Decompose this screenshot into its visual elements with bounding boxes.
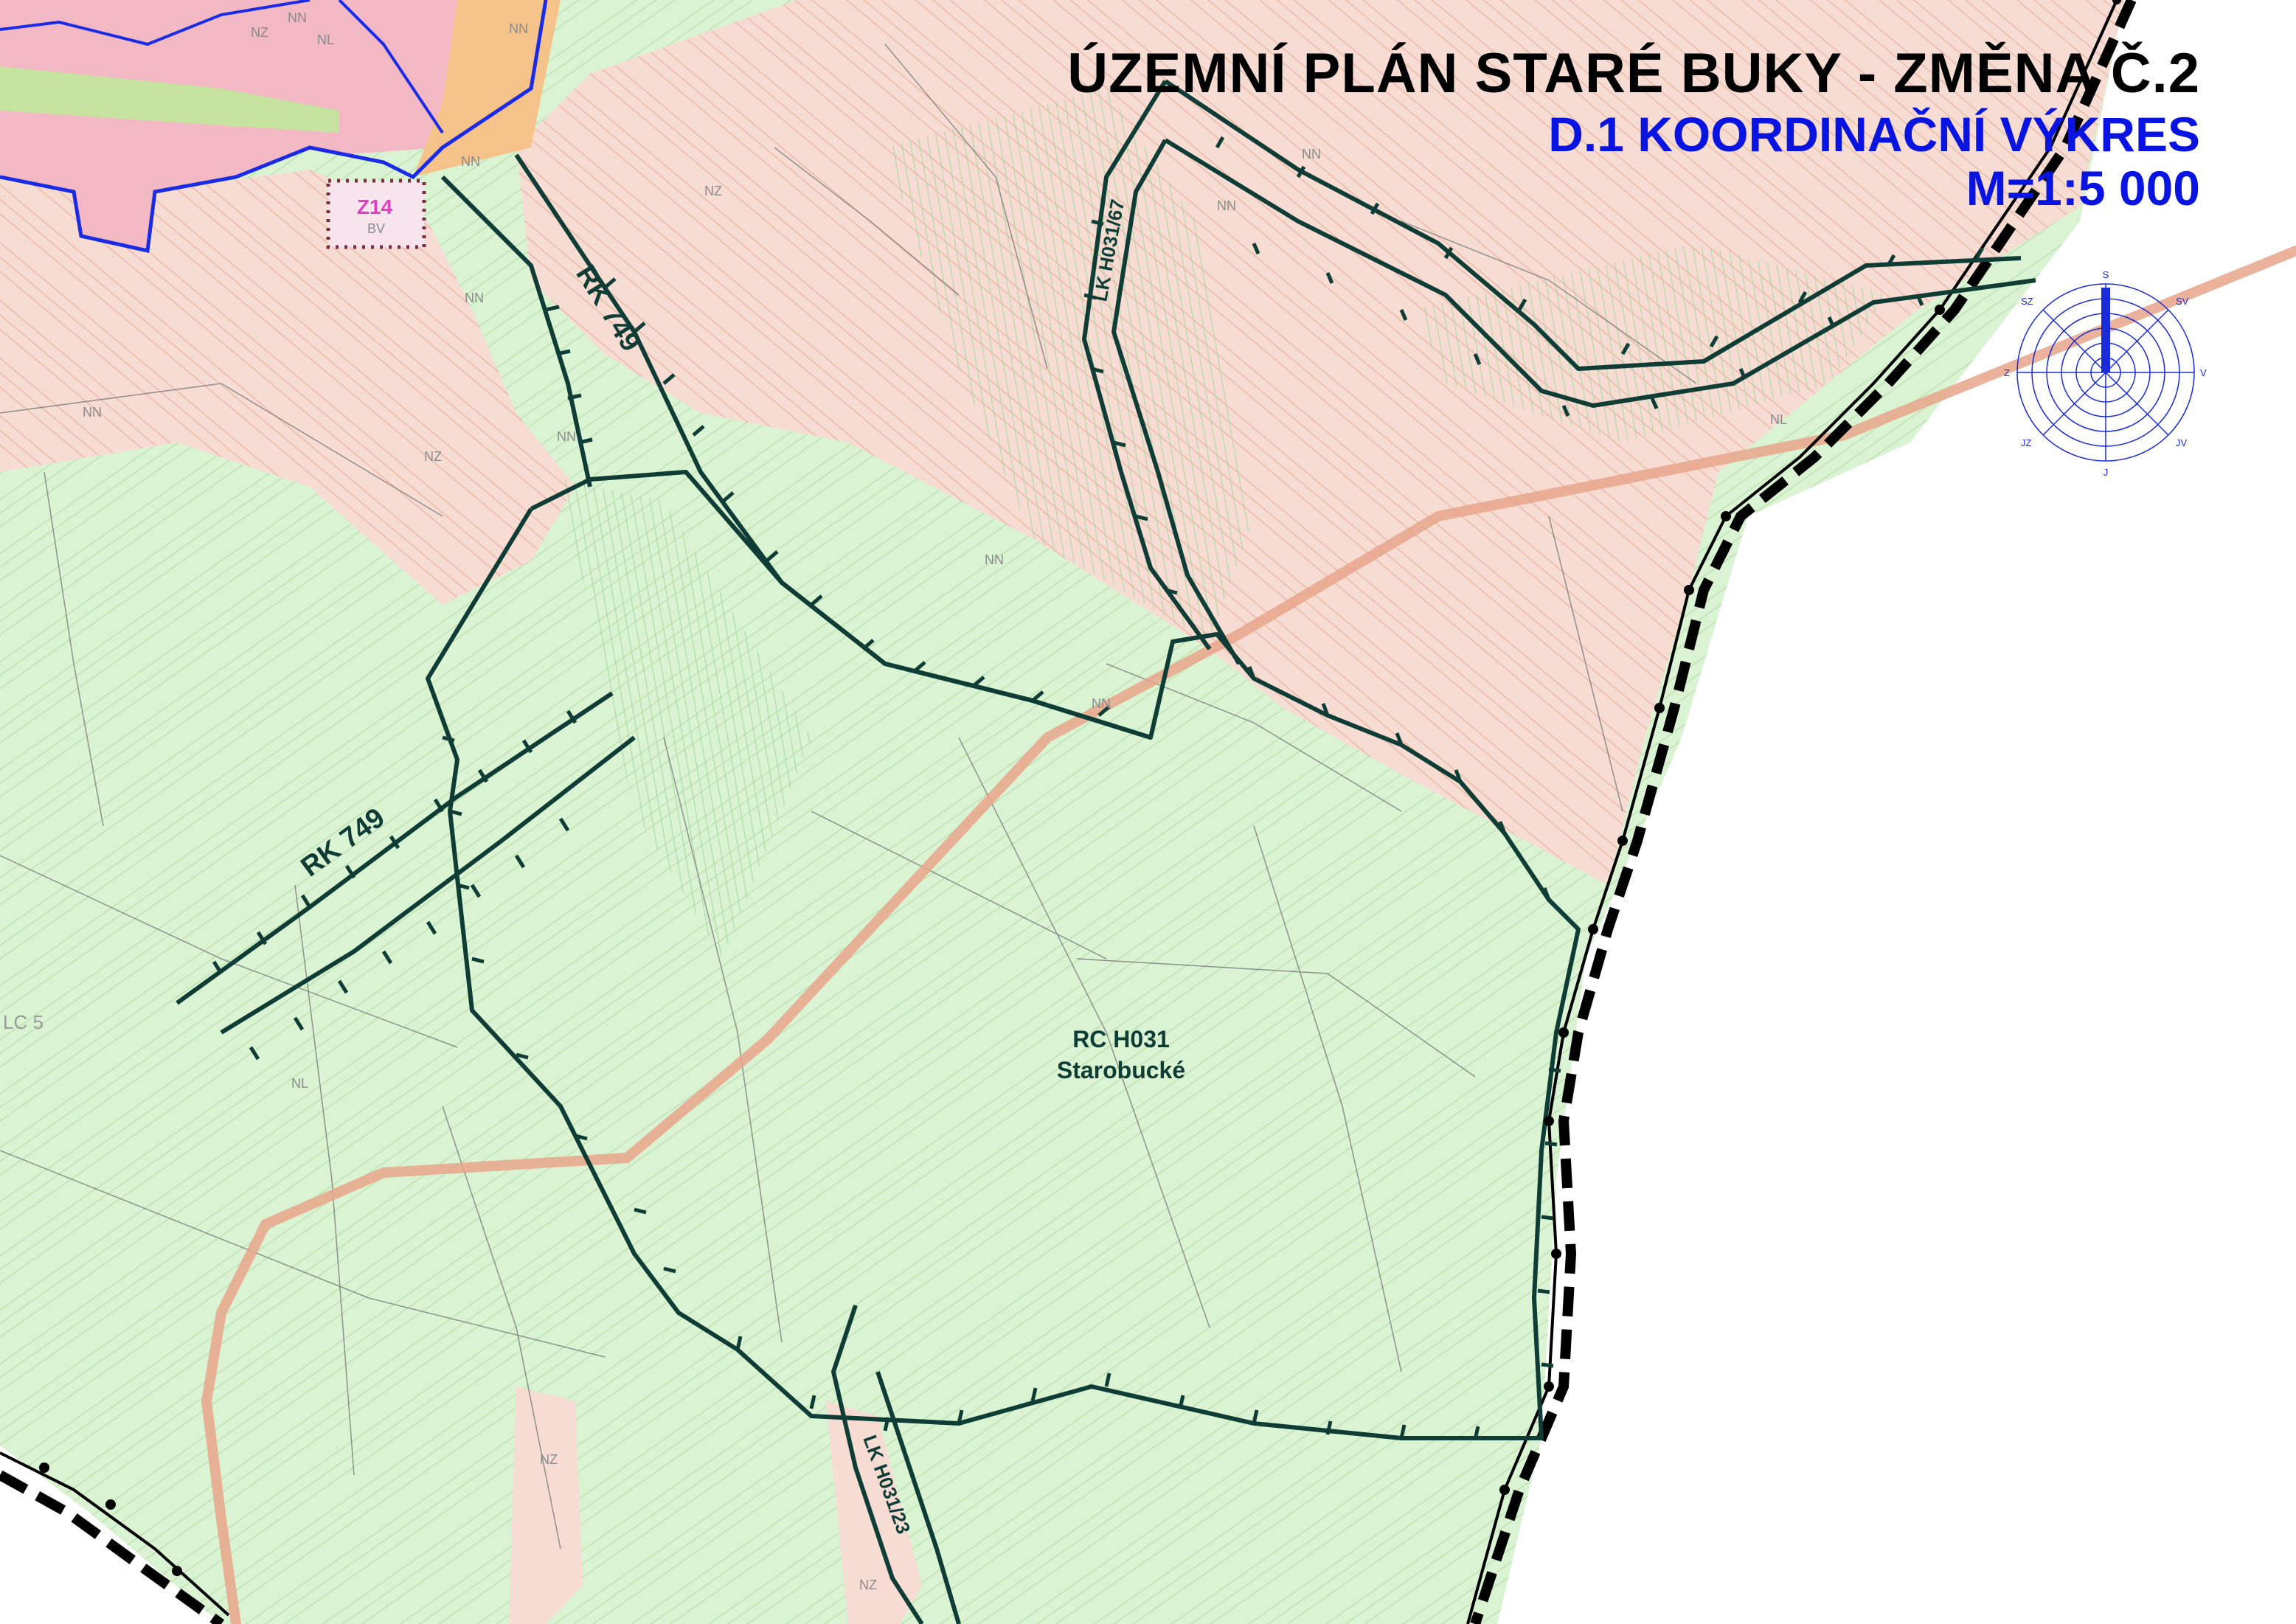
zone-label-nn-2: NN bbox=[509, 21, 528, 36]
plot-code: Z14 bbox=[357, 195, 393, 218]
lk-south-line-b bbox=[875, 1371, 961, 1624]
meadow-strip-2 bbox=[1416, 243, 1888, 443]
agricultural-area-south bbox=[509, 1387, 583, 1624]
boundary-dots bbox=[39, 0, 2121, 1576]
compass-label-northwest: SZ bbox=[2021, 296, 2033, 307]
lk-south-line-a bbox=[831, 1305, 924, 1624]
compass-label-southeast: JV bbox=[2176, 437, 2188, 448]
agricultural-area-south-2 bbox=[826, 1401, 922, 1624]
zone-label-lc: LC 5 bbox=[3, 1011, 44, 1033]
plot-z14-outline bbox=[326, 178, 426, 249]
zone-label-nl-2: NL bbox=[1770, 412, 1787, 427]
ecological-network bbox=[176, 79, 2036, 1624]
compass-label-south: J bbox=[2103, 467, 2109, 478]
zone-label-nn-9: NN bbox=[985, 552, 1004, 567]
settlement-area-green bbox=[0, 66, 339, 133]
map-subtitle: D.1 KOORDINAČNÍ VÝKRES bbox=[1548, 106, 2200, 162]
zone-label-nz-3: NZ bbox=[424, 449, 442, 464]
zone-label-nn-1: NN bbox=[288, 10, 307, 25]
rk-west-line-a bbox=[176, 691, 614, 1005]
municipality-boundary-southwest bbox=[0, 1470, 225, 1624]
rk-north-line-a bbox=[440, 175, 592, 487]
zone-label-nz-2: NZ bbox=[704, 184, 722, 198]
meadow-strip-3 bbox=[561, 479, 811, 959]
lk-north-branch-b bbox=[1164, 138, 2036, 408]
corridor-ticks bbox=[212, 136, 1985, 1440]
zone-label-nn-7: NN bbox=[83, 405, 102, 420]
zone-label-nn-5: NN bbox=[1302, 147, 1321, 162]
lk-north-branch-a bbox=[1164, 79, 2022, 371]
lk-north-line-b bbox=[1111, 139, 1241, 665]
zone-label-nl-1: NL bbox=[317, 32, 334, 47]
settlement-area-orange bbox=[413, 0, 561, 177]
compass-north-needle bbox=[2101, 288, 2110, 372]
compass-label-east: V bbox=[2200, 367, 2207, 378]
compass-label-west: Z bbox=[2004, 367, 2010, 378]
settlement-boundary bbox=[0, 0, 548, 254]
zone-label-nz-1: NZ bbox=[251, 25, 268, 40]
territory-line-southwest bbox=[0, 1451, 230, 1617]
meadow-strip-1 bbox=[885, 89, 1254, 642]
compass-label-north: S bbox=[2103, 269, 2109, 280]
compass-label-northeast: SV bbox=[2176, 296, 2189, 307]
rk-west-line-b bbox=[220, 735, 636, 1035]
zone-label-nz-4: NZ bbox=[540, 1452, 558, 1467]
municipality-boundary-east bbox=[1470, 0, 2137, 1624]
biocenter-outline bbox=[426, 470, 1581, 1440]
biocenter-code: RC H031 bbox=[1072, 1026, 1170, 1052]
zone-label-nl-3: NL bbox=[291, 1076, 308, 1091]
compass-rose: S SV V JV J JZ Z SZ bbox=[2004, 269, 2207, 478]
compass-label-southwest: JZ bbox=[2021, 437, 2032, 448]
map-scale: M=1:5 000 bbox=[1966, 161, 2200, 216]
settlement-boundary-inner bbox=[0, 0, 444, 134]
map-title-block: ÚZEMNÍ PLÁN STARÉ BUKY - ZMĚNA Č.2 D.1 K… bbox=[1067, 44, 2200, 214]
zone-label-nn-3: NN bbox=[461, 154, 480, 169]
lk-north-line-a bbox=[1082, 80, 1212, 650]
map-title: ÚZEMNÍ PLÁN STARÉ BUKY - ZMĚNA Č.2 bbox=[1067, 42, 2200, 105]
zone-label-nn-10: NN bbox=[1092, 696, 1111, 711]
agricultural-contours-northwest bbox=[0, 148, 575, 605]
zone-label-nn-8: NN bbox=[557, 429, 576, 444]
zone-label-nn-6: NN bbox=[1217, 198, 1236, 213]
pipeline-line bbox=[201, 246, 2296, 1624]
territory-line-east bbox=[1466, 0, 2118, 1624]
plot-use: BV bbox=[367, 221, 385, 236]
zone-label-nn-4: NN bbox=[465, 291, 484, 305]
zone-label-nz-5: NZ bbox=[859, 1578, 877, 1592]
biocenter-name: Starobucké bbox=[1057, 1057, 1185, 1083]
